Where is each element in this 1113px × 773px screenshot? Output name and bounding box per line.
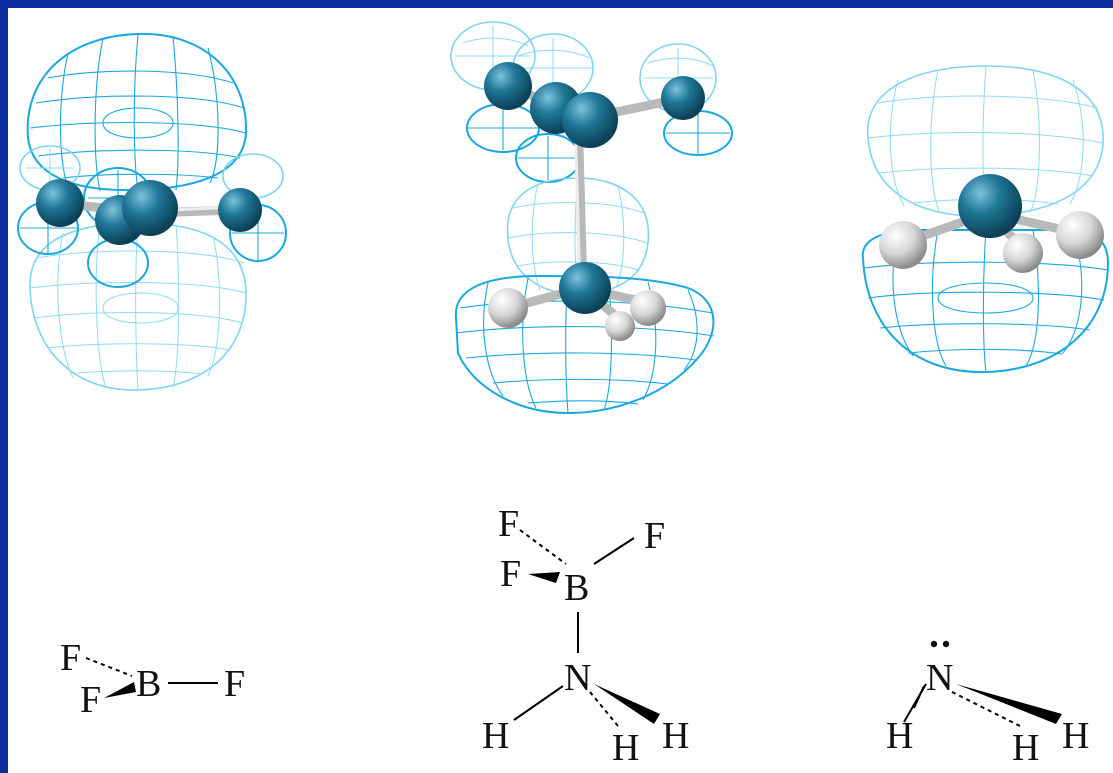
nh3-top-lobe — [867, 65, 1104, 217]
bf3-ball-and-stick — [36, 179, 262, 245]
nh3-label-h-right: H — [1062, 715, 1089, 757]
adduct-label-b: B — [564, 567, 589, 609]
adduct-orbital-model — [450, 21, 733, 415]
adduct-atom-h-2 — [630, 290, 666, 326]
figure-frame: F F B F F F F B N H H H N H H H — [8, 8, 1113, 773]
nh3-label-h-left: H — [886, 715, 913, 757]
figure-canvas: F F B F F F F B N H H H N H H H — [17, 21, 1110, 769]
adduct-label-h-left: H — [482, 715, 509, 757]
adduct-dashed-bond-f — [519, 529, 567, 565]
bf3-dashed-bond — [85, 657, 133, 677]
nh3-atom-h-2 — [1056, 211, 1104, 259]
bf3-wedge-bond — [104, 682, 136, 698]
adduct-atom-h-1 — [488, 288, 528, 328]
nh3-label-h-bottom: H — [1012, 727, 1039, 769]
bf3-label-b: B — [136, 663, 161, 705]
bf3-label-f-top: F — [60, 637, 81, 679]
nh3-orbital-model — [861, 65, 1110, 374]
adduct-atom-f-2 — [661, 76, 705, 120]
bf3-top-lobe — [26, 32, 248, 192]
nh3-structure: N H H H — [886, 640, 1089, 769]
nh3-wedge-bond-h — [956, 684, 1062, 724]
nh3-bond-nh-left — [903, 683, 927, 723]
adduct-structure: F F F B N H H H — [482, 503, 689, 769]
adduct-label-h-bottom: H — [612, 727, 639, 769]
nh3-lone-pair-dot-2 — [942, 640, 950, 648]
bf3-label-f-right: F — [224, 663, 245, 705]
adduct-bond-bf-right — [593, 537, 635, 565]
bf3-structure: F F B F — [60, 637, 245, 721]
bf3-orbital-model — [17, 32, 287, 391]
adduct-label-f-left: F — [500, 553, 521, 595]
nh3-atom-h-3 — [1003, 233, 1043, 273]
adduct-label-f-right: F — [644, 515, 665, 557]
adduct-label-n: N — [564, 657, 591, 699]
bf3-label-f-bottom: F — [80, 679, 101, 721]
nh3-lone-pair-dot-1 — [930, 640, 938, 648]
adduct-bond-nh-left — [513, 685, 564, 721]
nh3-dashed-bond-h — [951, 691, 1021, 727]
adduct-ball-and-stick — [484, 62, 705, 341]
adduct-atom-b — [562, 92, 618, 148]
adduct-atom-h-3 — [605, 311, 635, 341]
nh3-label-n: N — [926, 657, 953, 699]
nh3-atom-n — [958, 174, 1022, 238]
bf3-atom-f-left — [36, 179, 84, 227]
nh3-atom-h-1 — [879, 221, 927, 269]
nh3-ball-and-stick — [879, 174, 1104, 273]
adduct-wedge-bond-f — [528, 572, 560, 583]
adduct-label-f-top: F — [498, 503, 519, 545]
adduct-atom-n — [559, 262, 611, 314]
adduct-label-h-right: H — [662, 715, 689, 757]
adduct-atom-f-1 — [484, 62, 532, 110]
bf3-bottom-lobe — [29, 222, 247, 391]
bf3-atom-b — [122, 180, 178, 236]
adduct-wedge-bond-h — [594, 684, 660, 724]
bf3-atom-f-right — [218, 188, 262, 232]
